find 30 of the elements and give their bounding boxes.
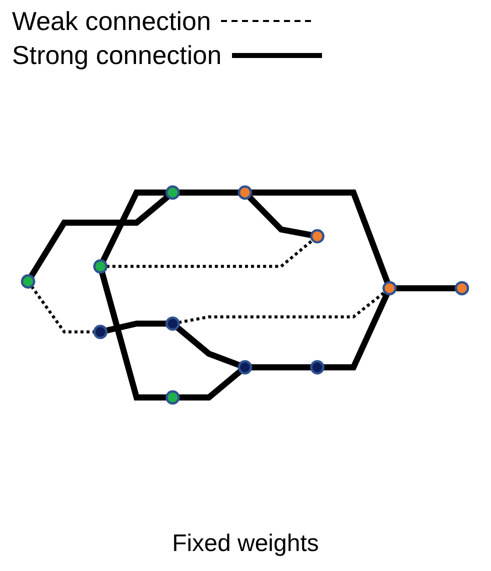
connector	[106, 320, 167, 334]
legend-text: Strong connection	[12, 40, 222, 70]
connector	[178, 368, 242, 400]
node-circle	[166, 316, 180, 331]
connector	[178, 290, 386, 324]
connector	[247, 194, 312, 238]
connector	[106, 238, 314, 268]
node-circle	[238, 185, 252, 200]
node-circle	[310, 360, 324, 374]
connector	[251, 190, 390, 284]
node-circle	[310, 229, 324, 244]
node-circle	[166, 390, 180, 405]
connector	[396, 285, 456, 292]
node-circle	[93, 259, 108, 274]
connector	[99, 271, 167, 400]
node-circle	[93, 324, 108, 340]
connector	[178, 190, 239, 196]
node-circle	[20, 274, 36, 289]
connector	[251, 364, 312, 370]
connector	[30, 285, 94, 334]
node-circle	[166, 185, 180, 200]
node-circle	[382, 281, 397, 296]
connector	[323, 292, 390, 370]
connector	[28, 194, 170, 278]
node-circle	[238, 360, 252, 374]
node-circle	[454, 281, 470, 296]
connector	[175, 325, 240, 368]
caption: Fixed weights	[172, 530, 319, 557]
connector	[100, 190, 167, 262]
legend-text: Weak connection	[12, 6, 211, 36]
